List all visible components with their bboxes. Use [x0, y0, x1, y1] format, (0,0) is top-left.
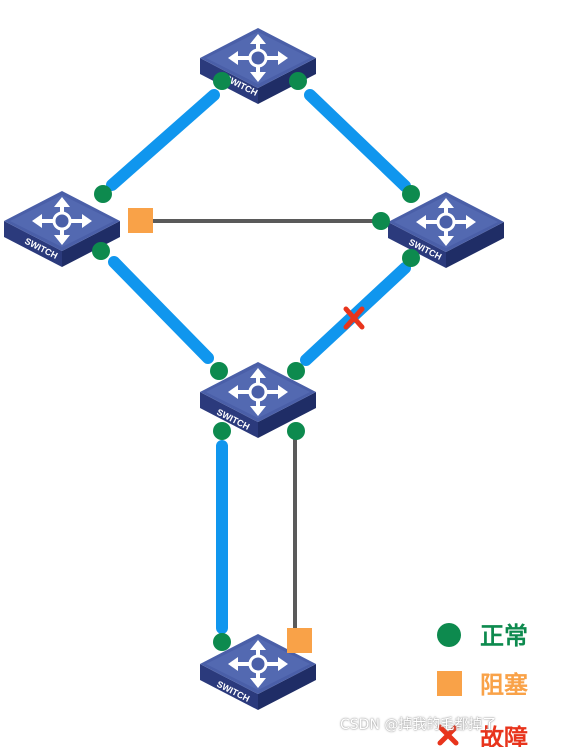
port-normal [402, 249, 420, 267]
inactive-links [140, 219, 381, 632]
link-top-left [106, 89, 220, 191]
watermark: CSDN @掉我的毛都掉了 [340, 717, 497, 733]
port-normal [92, 242, 110, 260]
legend-fault-label: 故障 [480, 724, 528, 747]
port-blocked [128, 208, 153, 233]
legend-normal-marker [437, 623, 461, 647]
legend-blocked-label: 阻塞 [480, 671, 528, 699]
port-normal [213, 633, 231, 651]
normal-ports [92, 72, 420, 651]
legend-normal-label: 正常 [480, 622, 528, 650]
port-normal [372, 212, 390, 230]
link-left-middle [108, 256, 214, 364]
fault-x-icon [343, 306, 365, 330]
port-blocked [287, 628, 312, 653]
port-normal [213, 72, 231, 90]
port-normal [94, 185, 112, 203]
legend: 正常 阻塞 故障 [437, 622, 528, 747]
port-normal [289, 72, 307, 90]
active-links [106, 89, 411, 634]
port-normal [287, 362, 305, 380]
link-top-right [304, 89, 411, 192]
port-normal [287, 422, 305, 440]
port-normal [210, 362, 228, 380]
blocked-ports [128, 208, 312, 653]
port-normal [213, 422, 231, 440]
port-normal [402, 185, 420, 203]
legend-blocked-marker [437, 671, 462, 696]
legend-fault-marker [437, 724, 459, 746]
